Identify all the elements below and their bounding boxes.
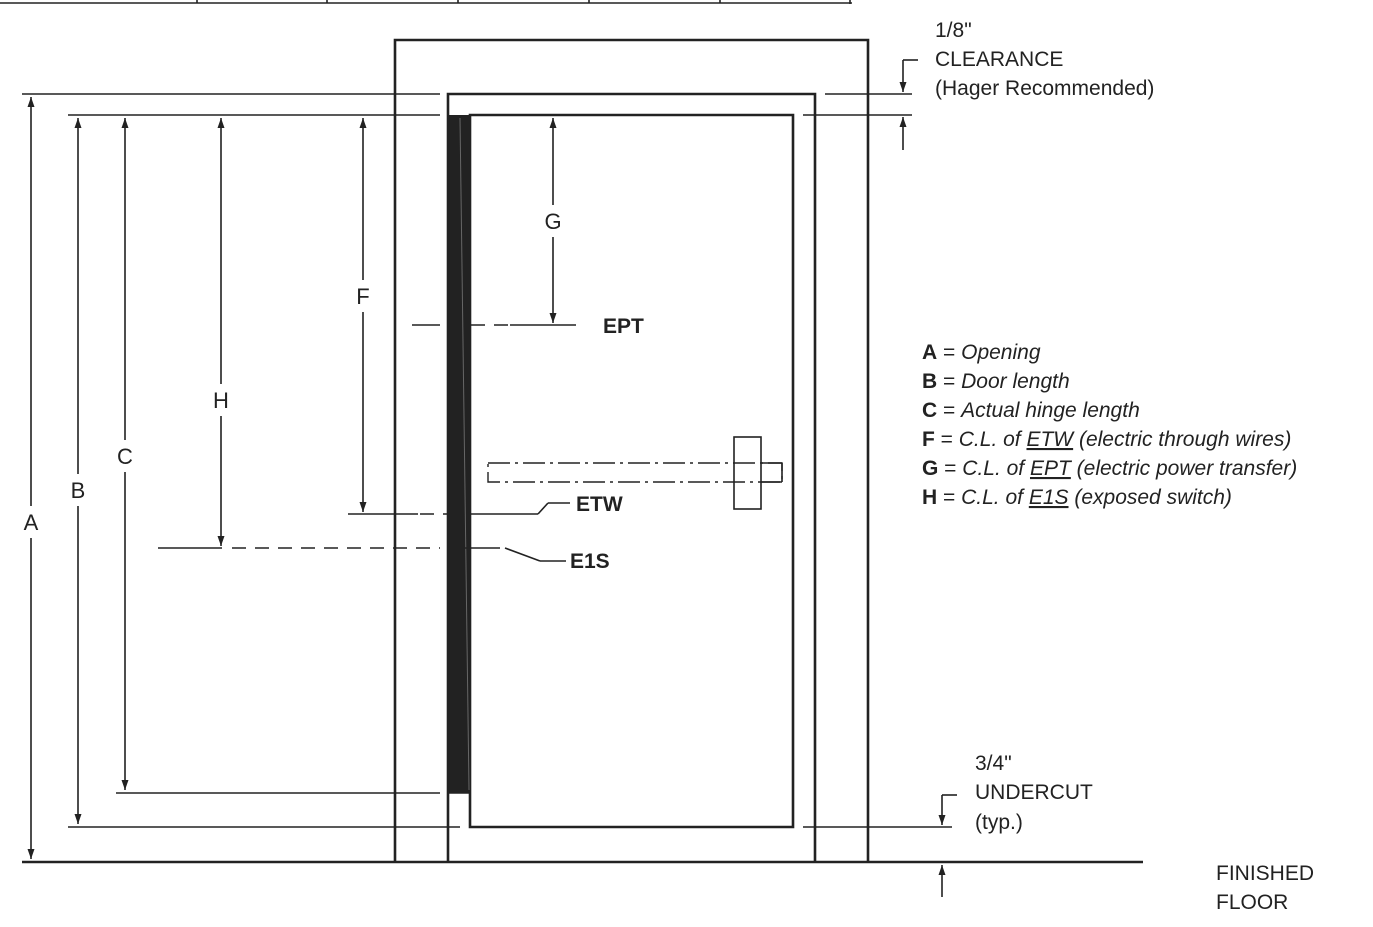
legend-item: G = C.L. of EPT (electric power transfer… [922,457,1297,480]
undercut-line-3: (typ.) [975,811,1023,834]
legend-item: B = Door length [922,370,1070,393]
dim-label-a: A [24,510,39,535]
undercut-line-1: 3/4" [975,752,1012,775]
clearance-callout: 1/8" CLEARANCE (Hager Recommended) [899,19,1154,150]
continuous-hinge [448,115,470,794]
dim-label-f: F [356,284,369,309]
door-leaf [468,113,795,829]
top-table-fragment [0,0,852,4]
centerlines [158,324,576,562]
tag-e1s: E1S [570,550,610,573]
undercut-callout: 3/4" UNDERCUT (typ.) [938,752,1093,897]
exit-device [487,436,783,510]
tag-etw: ETW [576,493,623,516]
clearance-line-2: CLEARANCE [935,48,1063,71]
legend-item: A = Opening [922,341,1041,364]
legend: A = Opening B = Door length C = Actual h… [922,341,1297,509]
dimension-arrows [27,97,557,859]
floor-line-1: FINISHED [1216,862,1314,885]
legend-item: H = C.L. of E1S (exposed switch) [922,486,1232,509]
clearance-line-3: (Hager Recommended) [935,77,1154,100]
dim-label-b: B [71,478,86,503]
dim-label-h: H [213,388,229,413]
tag-ept: EPT [603,315,644,338]
clearance-line-1: 1/8" [935,19,972,42]
finished-floor-label: FINISHED FLOOR [1216,862,1314,914]
extension-lines [22,93,952,828]
undercut-line-2: UNDERCUT [975,781,1093,804]
dimension-labels: A B C H F G [24,209,562,535]
dim-label-c: C [117,444,133,469]
hardware-tags: EPT ETW E1S [570,315,644,573]
legend-item: F = C.L. of ETW (electric through wires) [922,428,1291,451]
dim-label-g: G [544,209,561,234]
floor-line-2: FLOOR [1216,891,1288,914]
legend-item: C = Actual hinge length [922,399,1140,422]
label-gaps [18,205,566,538]
